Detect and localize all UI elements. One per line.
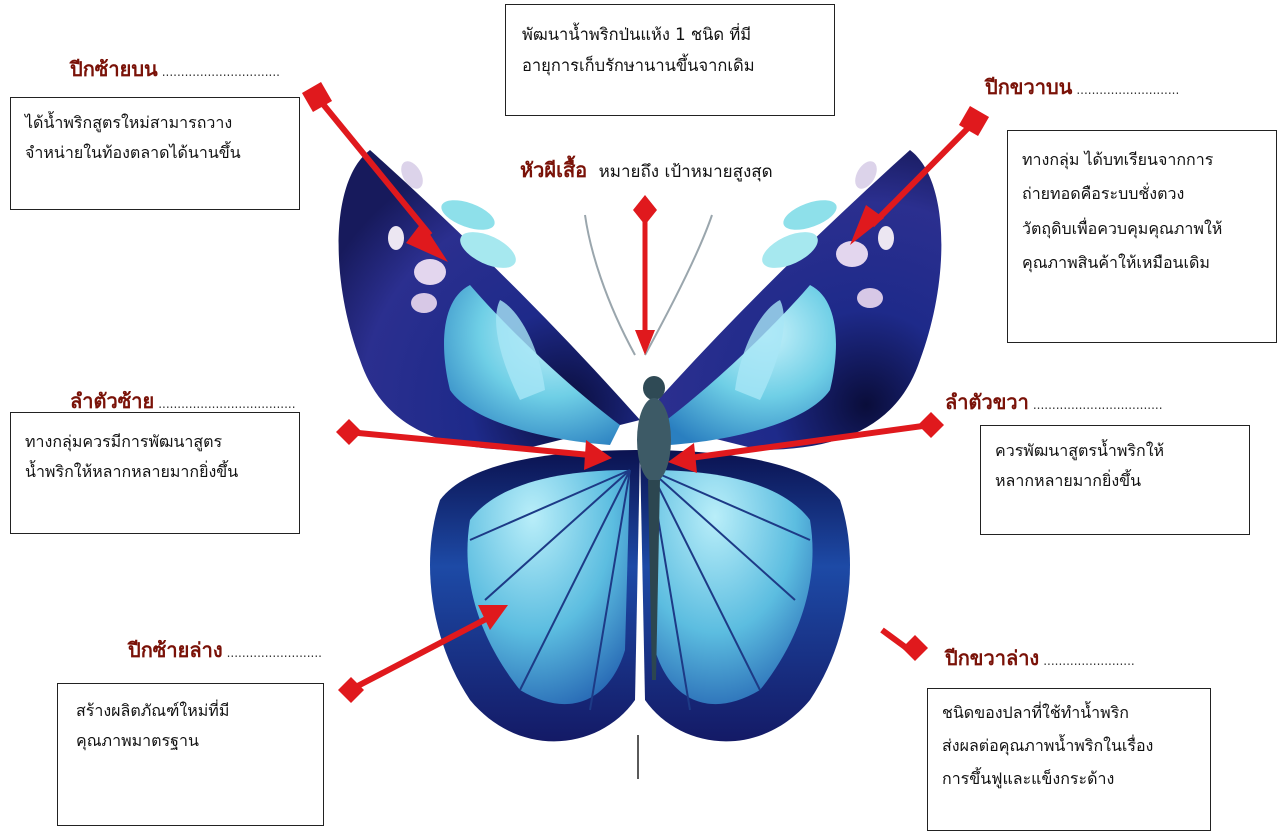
right-body-header: ลำตัวขวา................................… xyxy=(945,386,1163,418)
left-lower-wing-box: สร้างผลิตภัณฑ์ใหม่ที่มี คุณภาพมาตรฐาน xyxy=(57,683,324,826)
right-upper-wing-label: ปีกขวาบน xyxy=(985,75,1072,99)
right-upper-wing-header: ปีกขวาบน........................... xyxy=(985,71,1179,103)
right-body-line-2: หลากหลายมากยิ่งขึ้น xyxy=(995,466,1235,496)
right-lower-wing-box: ชนิดของปลาที่ใช้ทำน้ำพริก ส่งผลต่อคุณภาพ… xyxy=(927,688,1211,831)
right-lower-wing-dots: ........................ xyxy=(1043,654,1135,668)
goal-box: พัฒนาน้ำพริกป่นแห้ง 1 ชนิด ที่มี อายุการ… xyxy=(505,4,835,116)
left-upper-wing xyxy=(339,150,640,450)
left-lower-wing-line-2: คุณภาพมาตรฐาน xyxy=(76,726,305,756)
right-body-label: ลำตัวขวา xyxy=(945,390,1029,414)
left-lower-wing-header: ปีกซ้ายล่าง......................... xyxy=(128,634,322,666)
left-lower-wing xyxy=(430,450,640,741)
left-body-box: ทางกลุ่มควรมีการพัฒนาสูตร น้ำพริกให้หลาก… xyxy=(10,412,300,534)
right-lower-wing-header: ปีกขวาล่าง........................ xyxy=(945,642,1135,674)
left-upper-wing-dots: ............................... xyxy=(162,65,280,79)
right-body-line-1: ควรพัฒนาสูตรน้ำพริกให้ xyxy=(995,436,1235,466)
head-note: หัวผีเสื้อ หมายถึง เป้าหมายสูงสุด xyxy=(520,154,773,186)
right-lower-wing-line-3: การขึ้นฟูและแข็งกระด้าง xyxy=(942,763,1196,796)
left-body-line-2: น้ำพริกให้หลากหลายมากยิ่งขึ้น xyxy=(25,457,285,487)
right-upper-wing-line-3: วัตถุดิบเพื่อควบคุมคุณภาพให้ xyxy=(1022,212,1262,246)
left-upper-wing-box: ได้น้ำพริกสูตรใหม่สามารถวาง จำหน่ายในท้อ… xyxy=(10,97,300,210)
right-upper-wing-dots: ........................... xyxy=(1076,83,1179,97)
head-label: หัวผีเสื้อ xyxy=(520,158,587,182)
right-upper-wing-line-1: ทางกลุ่ม ได้บทเรียนจากการ xyxy=(1022,143,1262,177)
left-upper-wing-line-2: จำหน่ายในท้องตลาดได้นานขึ้น xyxy=(25,138,285,168)
right-lower-wing xyxy=(640,450,850,741)
right-body-dots: .................................. xyxy=(1033,398,1163,412)
right-upper-wing xyxy=(640,150,941,450)
left-body-line-1: ทางกลุ่มควรมีการพัฒนาสูตร xyxy=(25,427,285,457)
goal-line-1: พัฒนาน้ำพริกป่นแห้ง 1 ชนิด ที่มี xyxy=(522,19,818,50)
left-lower-wing-label: ปีกซ้ายล่าง xyxy=(128,638,223,662)
left-body-dots: .................................... xyxy=(158,397,295,411)
left-upper-wing-header: ปีกซ้ายบน............................... xyxy=(70,53,280,85)
right-lower-wing-line-1: ชนิดของปลาที่ใช้ทำน้ำพริก xyxy=(942,697,1196,730)
right-lower-wing-label: ปีกขวาล่าง xyxy=(945,646,1039,670)
left-body-label: ลำตัวซ้าย xyxy=(70,389,154,413)
head-text: หมายถึง เป้าหมายสูงสุด xyxy=(599,162,773,182)
right-body-box: ควรพัฒนาสูตรน้ำพริกให้ หลากหลายมากยิ่งขึ… xyxy=(980,425,1250,535)
left-lower-wing-line-1: สร้างผลิตภัณฑ์ใหม่ที่มี xyxy=(76,696,305,726)
right-upper-wing-box: ทางกลุ่ม ได้บทเรียนจากการ ถ่ายทอดคือระบบ… xyxy=(1007,130,1277,343)
arrow-head-pointer xyxy=(633,195,657,355)
right-upper-wing-line-4: คุณภาพสินค้าให้เหมือนเดิม xyxy=(1022,246,1262,280)
left-lower-wing-dots: ......................... xyxy=(227,646,322,660)
arrow-right-lower-wing xyxy=(882,630,928,661)
goal-line-2: อายุการเก็บรักษานานขึ้นจากเดิม xyxy=(522,50,818,81)
right-lower-wing-line-2: ส่งผลต่อคุณภาพน้ำพริกในเรื่อง xyxy=(942,730,1196,763)
right-upper-wing-line-2: ถ่ายทอดคือระบบชั่งตวง xyxy=(1022,177,1262,211)
left-upper-wing-line-1: ได้น้ำพริกสูตรใหม่สามารถวาง xyxy=(25,108,285,138)
left-upper-wing-label: ปีกซ้ายบน xyxy=(70,57,158,81)
